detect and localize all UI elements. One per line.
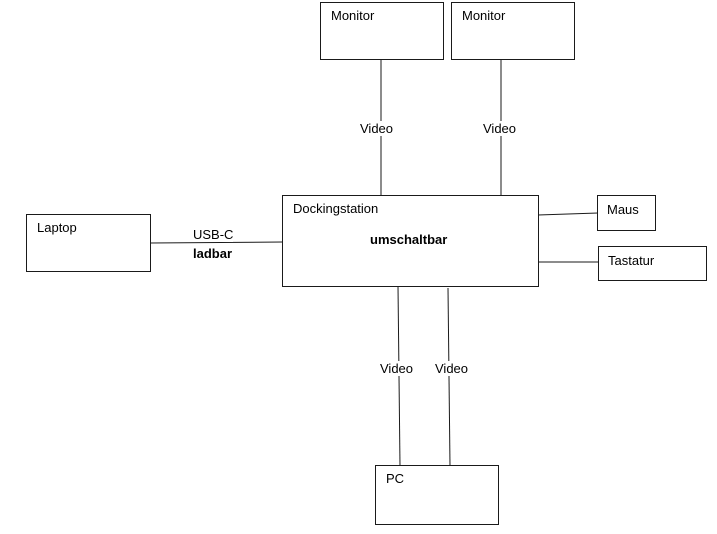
laptop-box[interactable]: Laptop — [26, 214, 151, 272]
maus-box[interactable]: Maus — [597, 195, 656, 231]
edge-label-video: Video — [360, 121, 394, 136]
monitor-label: Monitor — [462, 8, 506, 23]
dockingstation-box[interactable]: Dockingstation umschaltbar — [282, 195, 539, 287]
pc-label: PC — [386, 471, 405, 486]
pc-box[interactable]: PC — [375, 465, 499, 525]
edge-dock-pc-2 — [447, 287, 451, 467]
tastatur-label: Tastatur — [608, 253, 655, 268]
edge-label-video: Video — [483, 121, 517, 136]
dockingstation-sublabel: umschaltbar — [370, 232, 448, 247]
edge-label-ladbar: ladbar — [193, 246, 233, 261]
edge-dock-maus — [537, 212, 599, 216]
edge-laptop-dock — [149, 241, 284, 244]
laptop-label: Laptop — [37, 220, 77, 235]
edge-label-video: Video — [380, 361, 414, 376]
monitor-box-1[interactable]: Monitor — [320, 2, 444, 60]
edge-dock-pc-1 — [397, 285, 401, 467]
monitor-label: Monitor — [331, 8, 375, 23]
monitor-box-2[interactable]: Monitor — [451, 2, 575, 60]
maus-label: Maus — [607, 202, 639, 217]
dockingstation-label: Dockingstation — [293, 201, 379, 216]
edge-label-video: Video — [435, 361, 469, 376]
tastatur-box[interactable]: Tastatur — [598, 246, 707, 281]
edge-label-usb-c: USB-C — [193, 227, 234, 242]
